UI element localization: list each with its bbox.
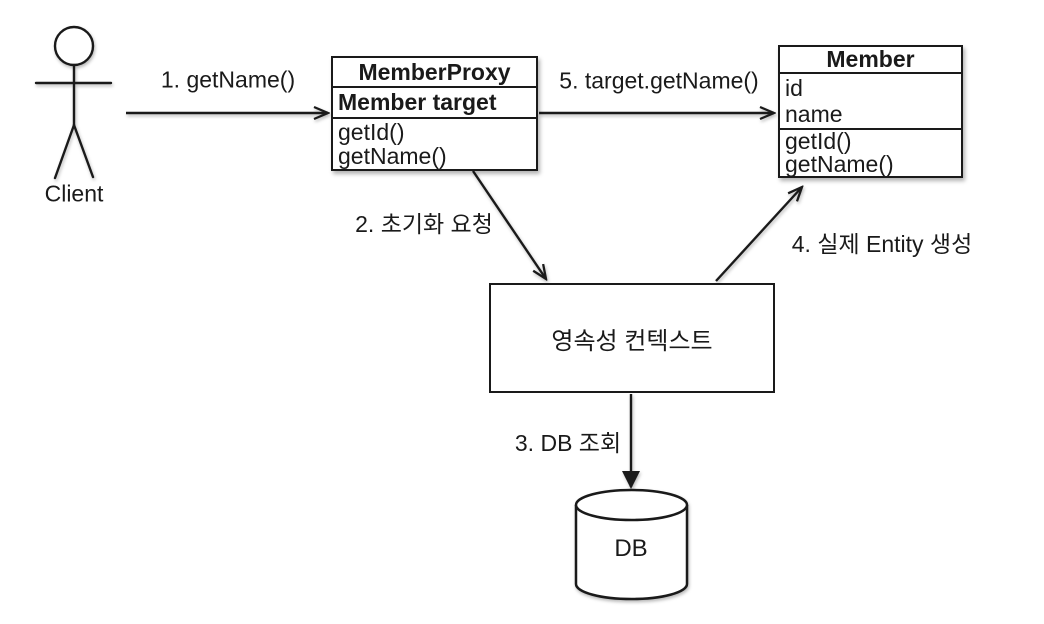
class-box-member-proxy: MemberProxy Member target getId() getNam… — [331, 56, 538, 171]
actor-leg-left — [53, 123, 76, 180]
database-label: DB — [614, 535, 648, 562]
cylinder-body — [574, 505, 689, 601]
class-title: Member — [780, 47, 961, 74]
database-cylinder-icon — [574, 488, 689, 601]
cylinder-top — [574, 488, 689, 522]
class-method: getId() — [338, 119, 405, 145]
class-method: getName() — [338, 143, 447, 169]
persistence-context-label: 영속성 컨텍스트 — [551, 327, 713, 355]
class-method: getId() — [785, 128, 852, 154]
arrow-1-label: 1. getName() — [160, 66, 296, 93]
class-box-member: Member id name getId() getName() — [778, 45, 963, 178]
class-title: MemberProxy — [333, 58, 536, 88]
arrow-3-label: 3. DB 조회 — [514, 430, 622, 456]
class-method: getName() — [785, 151, 894, 177]
actor-head — [53, 25, 95, 67]
arrow-4-label: 4. 실제 Entity 생성 — [791, 231, 973, 257]
arrow-4-context-to-member — [715, 187, 802, 282]
class-field: Member target — [338, 89, 497, 115]
arrow-2-label: 2. 초기화 요청 — [355, 211, 493, 237]
arrow-2-proxy-to-context — [472, 170, 546, 279]
client-actor-icon — [34, 25, 113, 180]
class-field: id — [785, 75, 803, 101]
persistence-context-box: 영속성 컨텍스트 — [489, 283, 775, 393]
arrow-5-label: 5. target.getName() — [559, 67, 759, 94]
client-actor-label: Client — [44, 180, 104, 207]
class-field: name — [785, 101, 843, 127]
actor-leg-right — [72, 123, 95, 179]
